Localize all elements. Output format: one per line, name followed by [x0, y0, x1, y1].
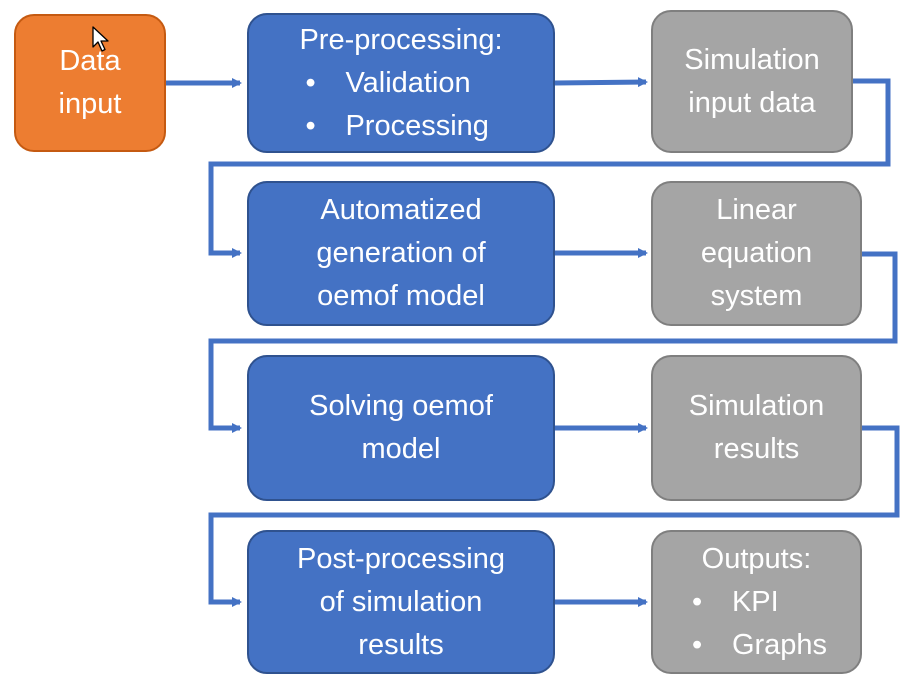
solving-line-2: model: [361, 433, 441, 465]
simulation-input-box: Simulation input data: [651, 10, 853, 153]
postprocessing-line-3: results: [358, 628, 444, 661]
simulation-input-line-1: Simulation: [684, 43, 820, 76]
results-line-2: results: [713, 433, 800, 465]
preprocessing-item: • Processing: [299, 105, 502, 148]
postprocessing-line-1: Post-processing: [297, 542, 505, 575]
generation-line-2: generation of: [316, 237, 486, 269]
linear-equation-box: Linear equation system: [651, 181, 862, 326]
linear-line-2: equation: [700, 237, 813, 269]
preprocessing-box: Pre-processing: • Validation • Processin…: [247, 13, 555, 153]
solving-line-1: Solving oemof: [309, 390, 493, 422]
outputs-box: Outputs: • KPI • Graphs: [651, 530, 862, 674]
arrow-preprocessing-to-siminput: [554, 77, 648, 88]
postprocessing-line-2: of simulation: [319, 585, 483, 618]
data-input-line-2: input: [58, 88, 122, 120]
preprocessing-title: Pre-processing:: [299, 23, 503, 56]
outputs-item-label: Graphs: [731, 628, 828, 661]
bullet-icon: •: [305, 109, 316, 142]
results-line-1: Simulation: [688, 390, 825, 422]
data-input-line-1: Data: [59, 45, 121, 77]
postprocessing-box: Post-processing of simulation results: [247, 530, 555, 674]
linear-line-3: system: [710, 280, 803, 312]
bullet-icon: •: [305, 66, 316, 99]
simulation-input-line-2: input data: [688, 86, 816, 119]
outputs-item: • Graphs: [686, 624, 827, 667]
bullet-icon: •: [691, 628, 703, 661]
preprocessing-item-label: Validation: [345, 66, 471, 99]
bullet-icon: •: [691, 585, 703, 618]
generation-line-1: Automatized: [320, 194, 482, 226]
preprocessing-item-label: Processing: [345, 109, 489, 142]
preprocessing-content: Pre-processing: • Validation • Processin…: [299, 19, 502, 148]
generation-line-3: oemof model: [317, 280, 485, 312]
model-generation-box: Automatized generation of oemof model: [247, 181, 555, 326]
connector-row3-to-row4: [208, 425, 900, 607]
mouse-cursor-icon: [92, 26, 109, 52]
outputs-item-label: KPI: [731, 585, 779, 618]
connector-row1-to-row2: [208, 78, 891, 258]
preprocessing-item: • Validation: [299, 62, 502, 105]
simulation-results-box: Simulation results: [651, 355, 862, 501]
linear-line-1: Linear: [716, 194, 797, 226]
solving-model-box: Solving oemof model: [247, 355, 555, 501]
connector-row2-to-row3: [208, 251, 898, 433]
data-input-box: Data input: [14, 14, 166, 152]
outputs-item: • KPI: [686, 581, 827, 624]
outputs-content: Outputs: • KPI • Graphs: [686, 538, 827, 667]
outputs-title: Outputs:: [701, 542, 812, 575]
